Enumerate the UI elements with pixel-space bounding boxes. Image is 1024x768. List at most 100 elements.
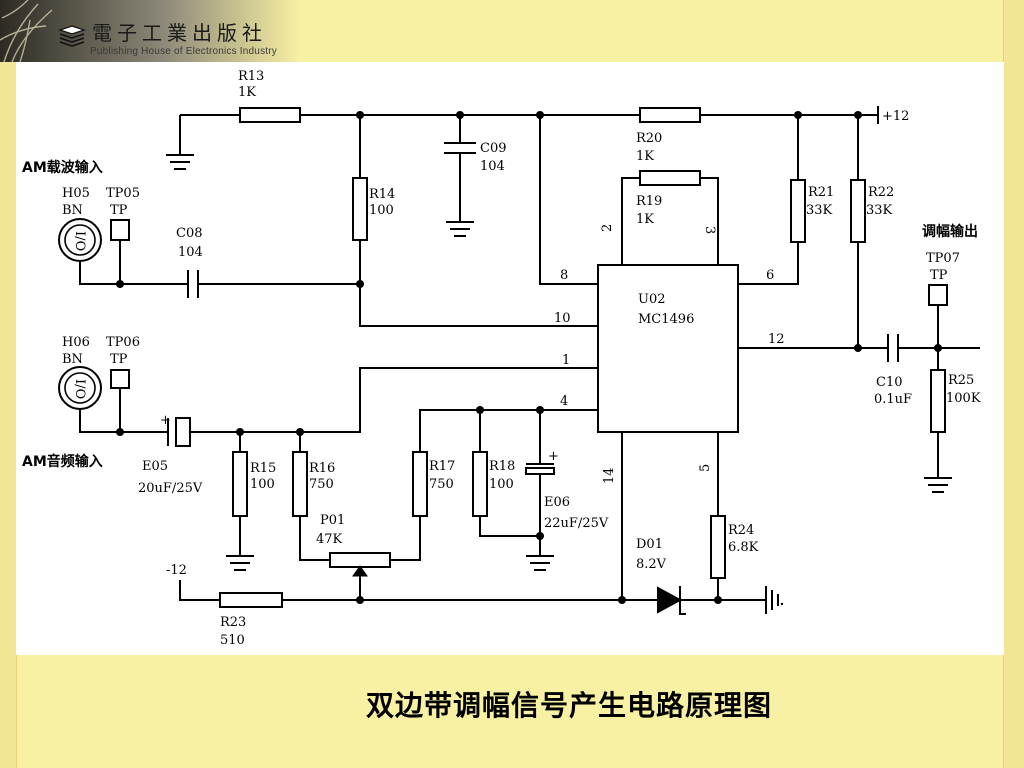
resistor-r20: [639, 107, 701, 123]
circuit-schematic: R13 1K R20 1K R19 1K R14 100 R21 33K R22…: [22, 69, 981, 648]
zener-diode-d01: [657, 586, 686, 615]
potentiometer-p01: [329, 552, 391, 568]
label-r14: R14: [369, 187, 395, 202]
resistor-r21: [790, 179, 806, 243]
type-tp07: TP: [930, 268, 948, 283]
label-tp05: TP05: [106, 186, 140, 201]
resistor-r15: [232, 451, 248, 517]
label-r23: R23: [220, 615, 246, 630]
value-c09: 104: [480, 159, 505, 174]
label-vminus: -12: [166, 563, 187, 578]
pin-14: 14: [602, 467, 617, 484]
resistor-r13: [239, 107, 301, 123]
pin-1: 1: [562, 353, 570, 368]
pin-5: 5: [698, 464, 713, 472]
book-logo-icon: [58, 25, 86, 47]
value-c10: 0.1uF: [874, 392, 912, 407]
label-p01: P01: [320, 513, 345, 528]
plus-e06: +: [548, 449, 559, 464]
value-r19: 1K: [636, 212, 654, 227]
circuit-diagram-panel: R13 1K R20 1K R19 1K R14 100 R21 33K R22…: [16, 62, 1004, 655]
value-r24: 6.8K: [728, 540, 759, 555]
label-r20: R20: [636, 131, 662, 146]
ground-icon: [226, 555, 254, 571]
ground-icon: [526, 555, 554, 571]
label-r19: R19: [636, 194, 662, 209]
resistor-r16: [292, 451, 308, 517]
labels: R13 1K R20 1K R19 1K R14 100 R21 33K R22…: [22, 69, 981, 648]
label-am-carrier-input: AM载波输入: [22, 159, 103, 176]
testpoint-tp06: [110, 369, 130, 389]
label-tp07: TP07: [926, 251, 960, 266]
slide-right-border: [1003, 0, 1024, 768]
label-h05: H05: [62, 186, 90, 201]
value-r16: 750: [309, 477, 334, 492]
value-r25: 100K: [946, 391, 981, 406]
type-tp06: TP: [110, 352, 128, 367]
label-r24: R24: [728, 523, 754, 538]
label-d01: D01: [636, 537, 663, 552]
value-d01: 8.2V: [636, 557, 667, 572]
resistor-r25: [930, 369, 946, 433]
label-r18: R18: [489, 459, 515, 474]
label-vplus: +12: [882, 109, 909, 124]
resistor-r17: [412, 451, 428, 517]
pin-4: 4: [560, 394, 568, 409]
label-tp06: TP06: [106, 335, 140, 350]
publisher-name-cn: 電子工業出版社: [92, 21, 267, 45]
header-wheat-photo: [0, 0, 300, 62]
ic-mc1496: [597, 264, 739, 433]
label-u02: U02: [638, 292, 666, 307]
capacitor-c10: [887, 334, 899, 362]
type-h05: BN: [62, 203, 83, 218]
ground-symbols: [166, 154, 952, 614]
earth-ground-icon: [765, 586, 784, 614]
value-r15: 100: [250, 477, 275, 492]
label-h06: H06: [62, 335, 90, 350]
pin-12: 12: [768, 332, 785, 347]
resistor-r24: [710, 515, 726, 579]
figure-caption: 双边带调幅信号产生电路原理图: [365, 689, 772, 722]
body-h06: I/O: [72, 379, 87, 399]
capacitor-c09: [444, 142, 476, 154]
value-r14: 100: [369, 203, 394, 218]
capacitor-e05: [167, 417, 191, 447]
bnc-connector-h05: [58, 218, 102, 262]
resistor-r22: [850, 179, 866, 243]
pin-6: 6: [766, 268, 774, 283]
resistor-r19: [639, 170, 701, 186]
value-r21: 33K: [806, 203, 833, 218]
label-c10: C10: [876, 375, 903, 390]
label-c09: C09: [480, 141, 507, 156]
label-r25: R25: [948, 373, 974, 388]
label-e06: E06: [544, 495, 570, 510]
value-r23: 510: [220, 633, 245, 648]
type-h06: BN: [62, 352, 83, 367]
label-r22: R22: [868, 185, 894, 200]
value-r17: 750: [429, 477, 454, 492]
slide-left-border: [0, 0, 17, 768]
ground-icon: [924, 477, 952, 493]
resistor-r14: [352, 177, 368, 241]
label-e05: E05: [142, 459, 168, 474]
resistor-r18: [472, 451, 488, 517]
ground-icon: [166, 154, 194, 170]
value-e06: 22uF/25V: [544, 516, 609, 531]
capacitor-c08: [187, 270, 199, 298]
label-r13: R13: [238, 69, 264, 84]
label-r17: R17: [429, 459, 455, 474]
bnc-connector-h06: [58, 366, 102, 410]
label-am-audio-input: AM音频输入: [22, 453, 103, 470]
label-am-output: 调幅输出: [922, 223, 978, 240]
value-p01: 47K: [316, 532, 343, 547]
value-e05: 20uF/25V: [138, 481, 203, 496]
label-r16: R16: [309, 461, 335, 476]
ground-icon: [446, 221, 474, 237]
capacitor-e06: [525, 463, 555, 475]
capacitors: [167, 142, 899, 475]
testpoint-tp07: [928, 284, 948, 306]
pin-10: 10: [554, 311, 571, 326]
resistors: [219, 107, 946, 608]
type-tp05: TP: [110, 203, 128, 218]
value-r13: 1K: [238, 85, 256, 100]
